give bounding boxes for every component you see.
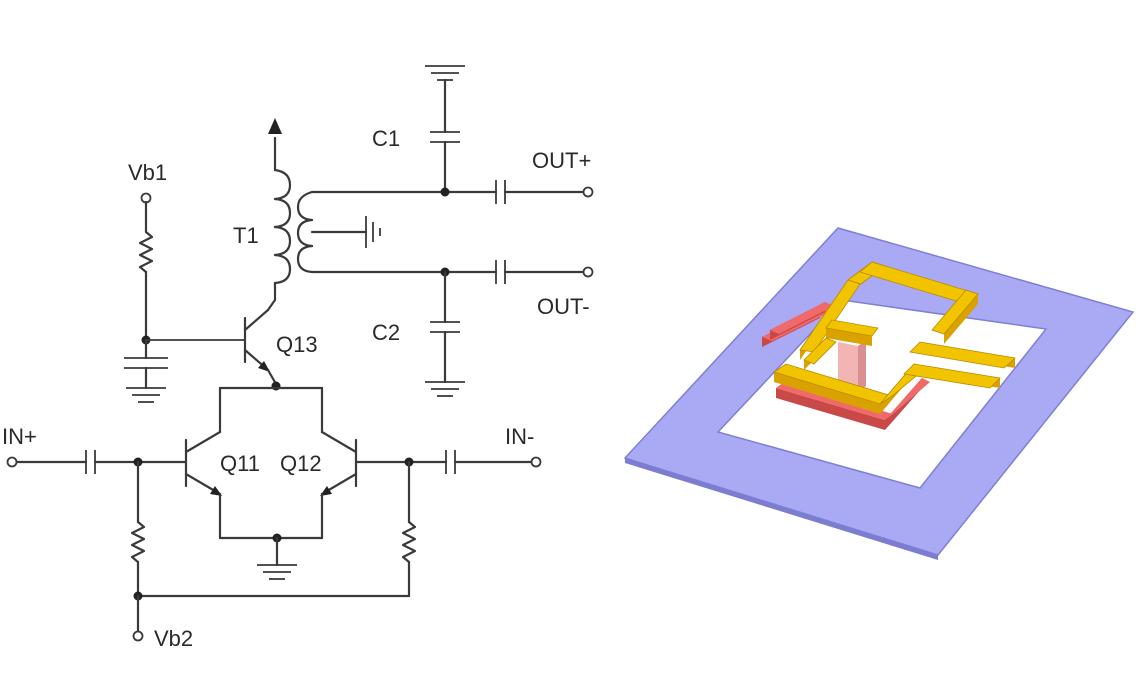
capacitor-in-minus xyxy=(445,450,456,474)
capacitor-bypass xyxy=(124,357,168,369)
conductor-traces xyxy=(773,261,1016,414)
label-t1: T1 xyxy=(233,223,259,248)
label-c1: C1 xyxy=(372,126,400,151)
capacitor-in-plus xyxy=(85,450,96,474)
transformer-secondary xyxy=(296,190,314,274)
label-vb1: Vb1 xyxy=(128,160,167,185)
ground-icon xyxy=(365,216,381,248)
resistor-vb1 xyxy=(138,230,154,274)
node-dot xyxy=(271,381,281,391)
transformer-primary-t1 xyxy=(266,136,292,312)
label-out-plus: OUT+ xyxy=(532,148,591,173)
ground-icon xyxy=(425,65,465,81)
capacitor-out-minus xyxy=(495,260,506,284)
label-vb2: Vb2 xyxy=(154,626,193,651)
supply-arrow-icon xyxy=(268,118,282,134)
ground-icon xyxy=(126,387,166,403)
terminal-vb2 xyxy=(132,630,144,642)
transistor-q13 xyxy=(146,308,278,386)
resistor-bias-left xyxy=(130,520,146,564)
label-q13: Q13 xyxy=(276,332,318,357)
capacitor-out-plus xyxy=(495,180,506,204)
substrate-edge xyxy=(625,458,938,560)
label-out-minus: OUT- xyxy=(537,294,590,319)
ground-icon xyxy=(257,564,297,580)
label-in-plus: IN+ xyxy=(2,424,37,449)
circuit-schematic: Vb1 T1 C1 C2 OUT+ OUT- Q13 Q11 Q12 IN+ I… xyxy=(2,65,594,651)
ground-icon xyxy=(425,381,465,397)
terminal-out-plus xyxy=(582,186,594,198)
label-q11: Q11 xyxy=(220,451,260,476)
terminal-in-minus xyxy=(530,456,542,468)
via-column xyxy=(838,340,866,392)
underpass-layer xyxy=(762,302,930,430)
transformer-3d-layout xyxy=(623,227,1135,560)
label-c2: C2 xyxy=(372,320,400,345)
label-q12: Q12 xyxy=(280,451,322,476)
node-dot xyxy=(440,187,450,197)
capacitor-c1 xyxy=(430,131,460,143)
transistor-q11 xyxy=(184,430,222,540)
terminal-in-plus xyxy=(6,456,18,468)
label-in-minus: IN- xyxy=(505,424,534,449)
transistor-q12 xyxy=(320,430,358,540)
terminal-out-minus xyxy=(582,266,594,278)
capacitor-c2 xyxy=(430,321,460,333)
resistor-bias-right xyxy=(401,520,417,564)
